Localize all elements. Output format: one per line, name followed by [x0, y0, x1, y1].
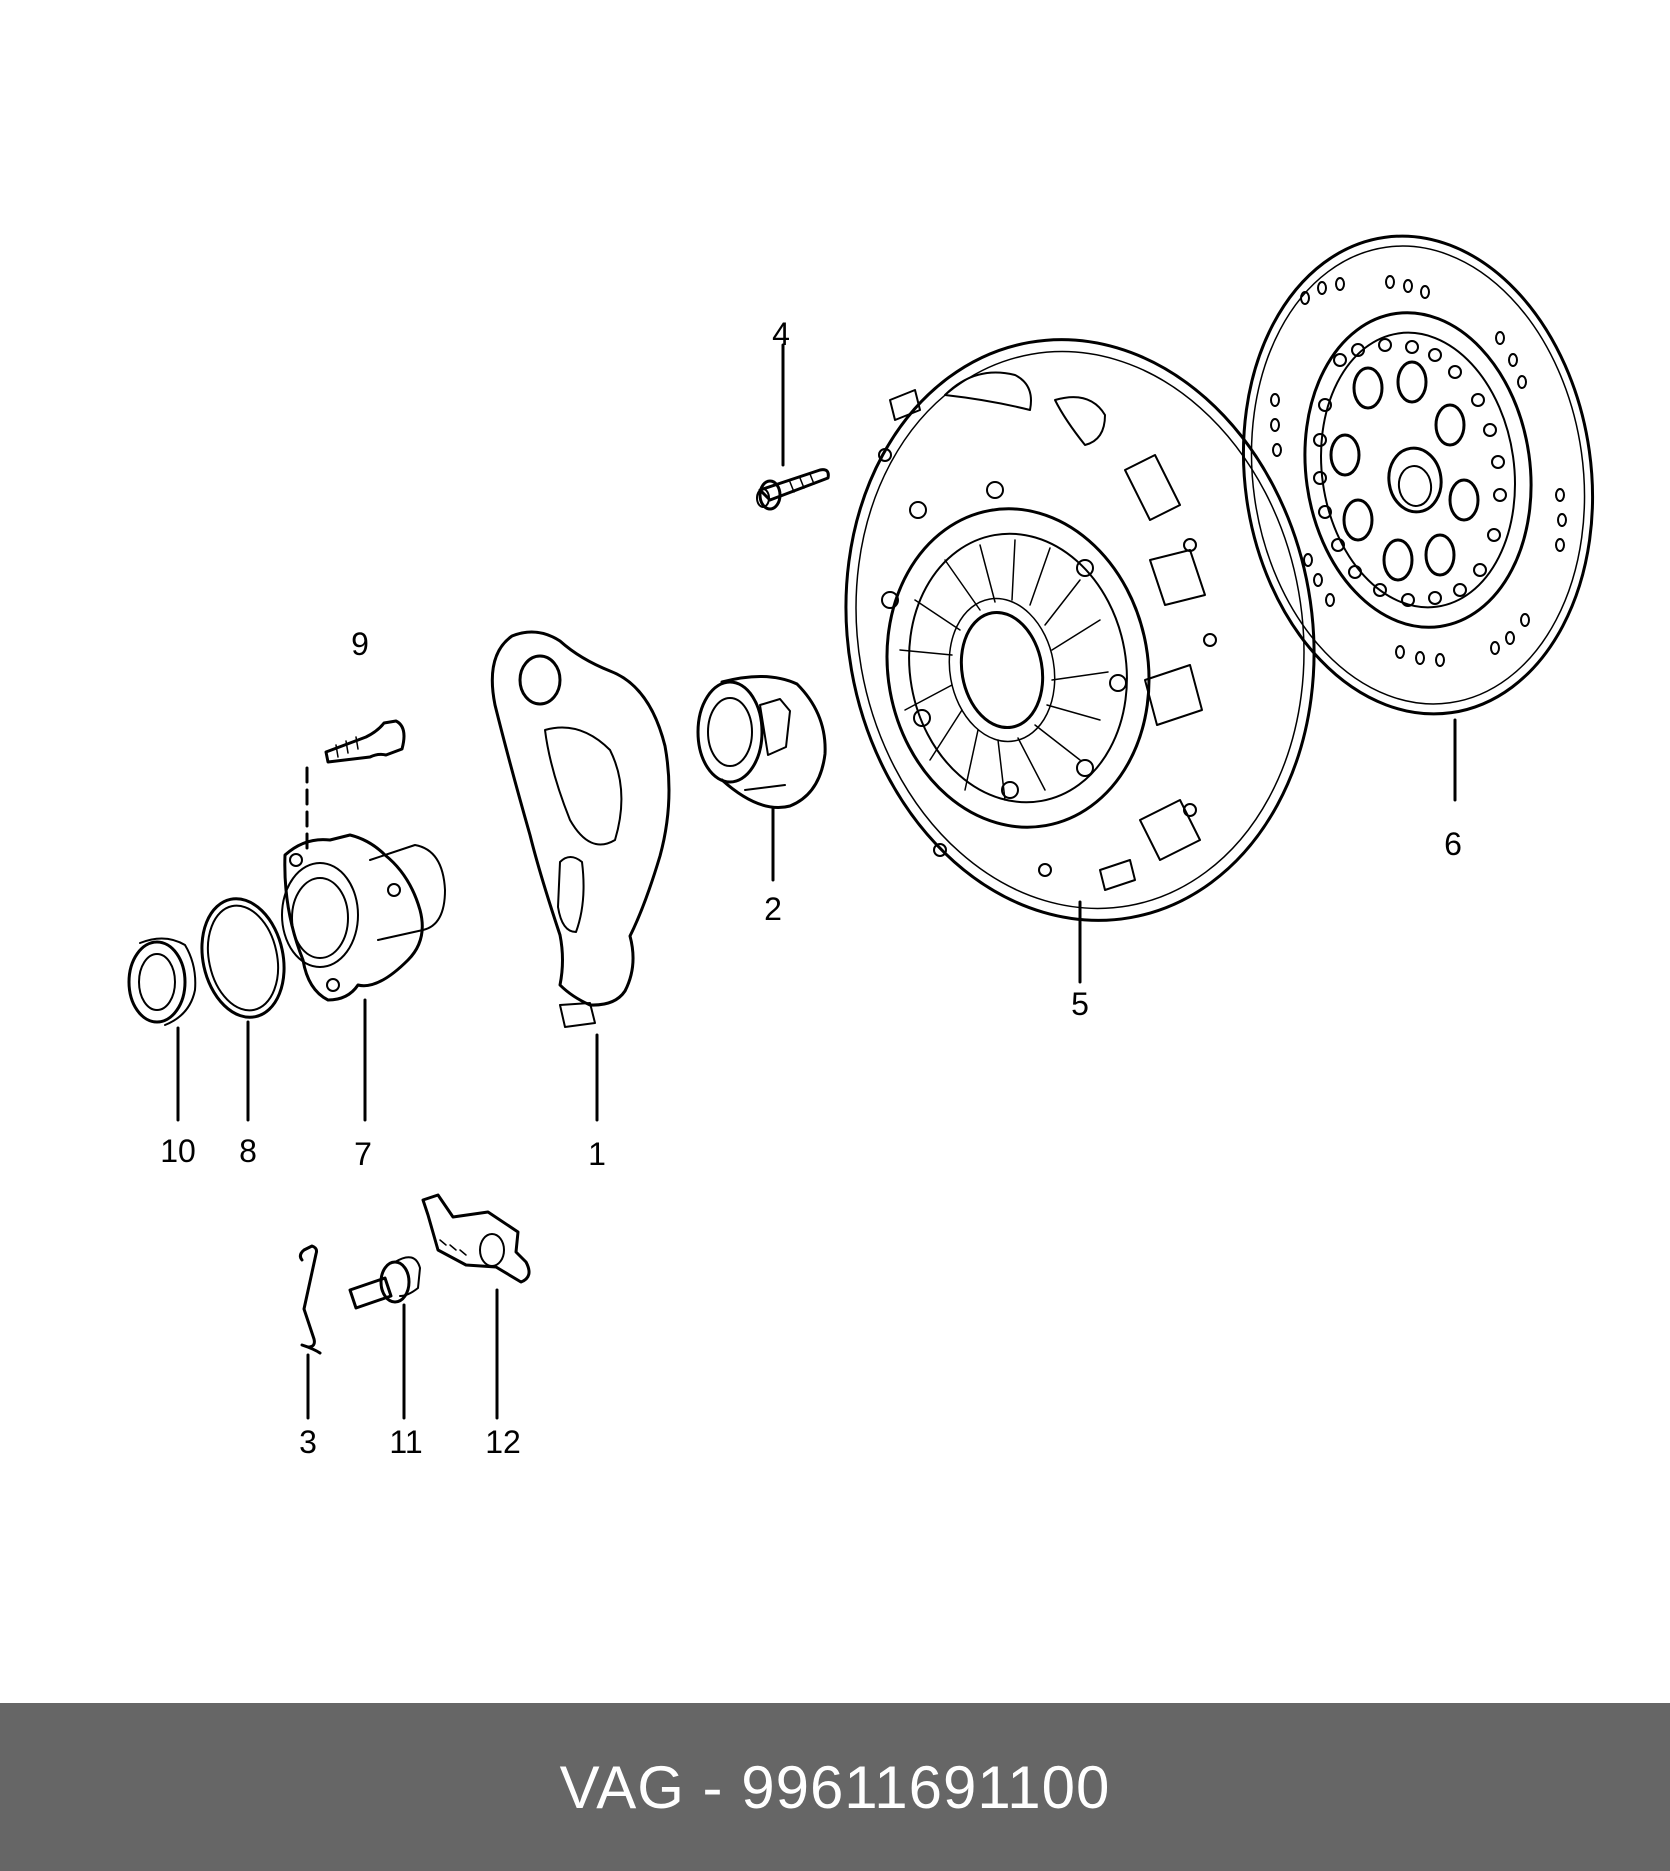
caption-bar: VAG - 99611691100 — [0, 1703, 1670, 1871]
seal-ring — [127, 937, 197, 1122]
callout-2: 2 — [764, 891, 782, 927]
callout-7: 7 — [354, 1136, 372, 1172]
pressure-plate — [844, 338, 1316, 984]
callout-12: 12 — [485, 1424, 521, 1460]
o-ring — [200, 897, 286, 1122]
parts-diagram: 1 2 3 4 5 6 7 8 9 10 11 12 — [127, 234, 1595, 1460]
release-fork — [490, 630, 671, 1122]
spring-clip — [298, 1244, 322, 1420]
clutch-disc — [1241, 234, 1595, 802]
bolt — [756, 343, 830, 511]
callout-6: 6 — [1444, 826, 1462, 862]
callout-10: 10 — [160, 1133, 196, 1169]
callout-4: 4 — [772, 316, 790, 352]
callout-1: 1 — [588, 1136, 606, 1172]
callout-3: 3 — [299, 1424, 317, 1460]
ball-stud — [348, 1256, 421, 1420]
callout-11: 11 — [389, 1424, 422, 1460]
guide-tube — [281, 833, 446, 1122]
part-number-caption: VAG - 99611691100 — [559, 1753, 1111, 1821]
bracket — [421, 1193, 531, 1420]
release-bearing — [696, 674, 827, 882]
callout-5: 5 — [1071, 986, 1089, 1022]
callout-9: 9 — [351, 626, 369, 662]
screw — [305, 719, 406, 850]
callout-8: 8 — [239, 1133, 257, 1169]
